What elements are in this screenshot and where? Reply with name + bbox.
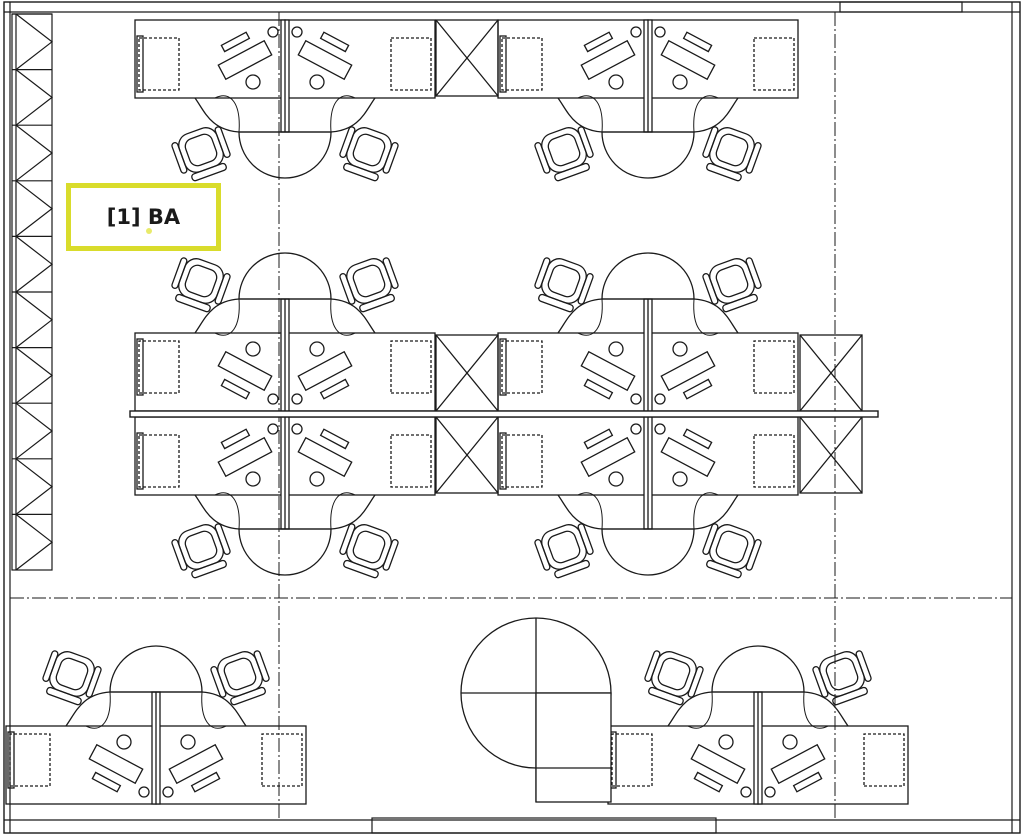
bottom-cubicle-left [5, 645, 307, 805]
furniture-layout [5, 19, 909, 805]
chair-slot [42, 650, 270, 706]
storage-cabinet [435, 19, 499, 97]
keyboard [217, 428, 273, 478]
office-chair [644, 650, 704, 706]
keyboard [217, 31, 273, 81]
office-chair [171, 126, 231, 182]
keyboard [660, 31, 716, 81]
cubicle-module [134, 252, 436, 412]
cubicle-module [5, 645, 307, 805]
keyboard [660, 428, 716, 478]
chair-slot [534, 126, 762, 182]
chair-slot [534, 257, 762, 313]
round-table [460, 617, 612, 803]
office-chair [812, 650, 872, 706]
cubicle-module [497, 19, 799, 182]
keyboard [217, 350, 273, 400]
storage-cabinet [799, 416, 863, 494]
office-chair [702, 257, 762, 313]
office-chair [210, 650, 270, 706]
chair-slot [171, 126, 399, 182]
office-chair [702, 126, 762, 182]
office-chair [171, 523, 231, 579]
storage-cabinet [799, 334, 863, 412]
room-tag-label[interactable]: [1] BA [66, 183, 221, 251]
office-chair [534, 257, 594, 313]
keyboard [580, 31, 636, 81]
cubicle-module [134, 19, 436, 182]
keyboard [690, 743, 746, 793]
office-chair [534, 126, 594, 182]
office-chair [339, 126, 399, 182]
storage-cabinet [435, 334, 499, 412]
cubicle-module [134, 416, 436, 579]
keyboard [580, 428, 636, 478]
office-chair [534, 523, 594, 579]
office-chair [339, 523, 399, 579]
keyboard [297, 350, 353, 400]
chair-slot [171, 523, 399, 579]
keyboard [660, 350, 716, 400]
office-chair [339, 257, 399, 313]
partition-spine [129, 410, 879, 418]
keyboard [88, 743, 144, 793]
cubicle-module [497, 416, 799, 579]
cubicle-module [497, 252, 799, 412]
office-chair [702, 523, 762, 579]
keyboard [168, 743, 224, 793]
chair-slot [171, 257, 399, 313]
chair-slot [644, 650, 872, 706]
round-table-shape [460, 617, 612, 803]
walls [3, 1, 1021, 834]
keyboard [297, 428, 353, 478]
chair-slot [534, 523, 762, 579]
shelving-unit [11, 13, 53, 571]
storage-cabinet [435, 416, 499, 494]
room-tag-text: [1] BA [106, 205, 181, 229]
office-chair [42, 650, 102, 706]
office-chair [171, 257, 231, 313]
keyboard [297, 31, 353, 81]
keyboard [580, 350, 636, 400]
bottom-cubicle-right [607, 645, 909, 805]
keyboard [770, 743, 826, 793]
pin-marker-icon [146, 228, 152, 234]
cubicle-module [607, 645, 909, 805]
